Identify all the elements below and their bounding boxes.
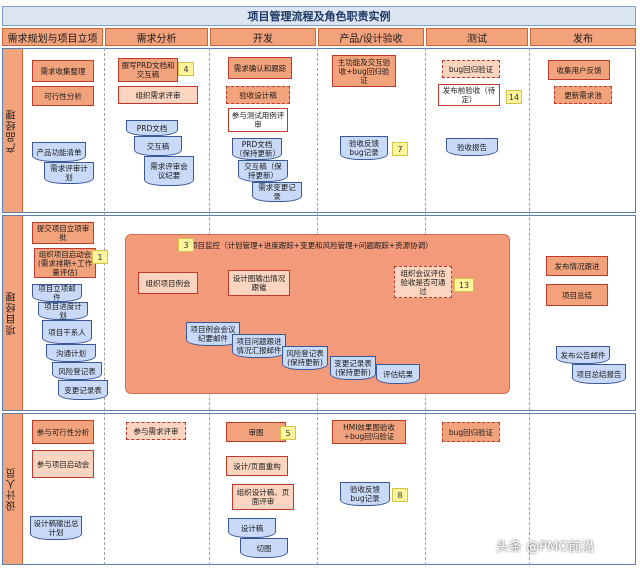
doc-acceptance-bug-record: 验收反馈bug记录 [340, 136, 388, 160]
box-main-function-acceptance: 主功能及交互验收+bug回归验证 [332, 55, 396, 87]
box-join-feasibility: 参与可行性分析 [32, 420, 94, 444]
box-design-followup: 设计图输出情况跟催 [228, 270, 290, 296]
diagram-title: 项目管理流程及角色职责实例 [2, 6, 636, 26]
box-release-followup: 发布情况跟进 [546, 256, 608, 276]
doc-evaluation-result: 评估结果 [376, 364, 420, 384]
box-verify-design: 验收设计稿 [226, 86, 290, 104]
box-submit-approval: 提交项目立项审批 [32, 222, 94, 244]
doc-design-draft: 设计稿 [228, 518, 276, 538]
doc-summary-report: 项目总结报告 [572, 364, 626, 384]
doc-interaction-draft: 交互稿 [134, 136, 182, 156]
column-header-testing: 测试 [426, 28, 528, 46]
box-project-meeting: 组织项目例会 [138, 272, 198, 294]
doc-issue-report-email: 项目问题跟进情况汇报邮件 [232, 334, 286, 358]
doc-review-plan: 需求评审计划 [44, 162, 94, 184]
note-marker: 5 [280, 426, 296, 440]
box-kickoff-meeting: 组织项目启动会(需求排期+工作量评估) [34, 248, 96, 278]
doc-approval-email: 项目立项邮件 [32, 284, 82, 302]
box-design-review: 组织设计稿、页面评审 [232, 484, 294, 510]
doc-risk-register-updated: 风险登记表(保持更新) [282, 346, 328, 370]
doc-change-log: 变更记录表 [58, 380, 108, 400]
box-test-case-review: 参与测试用例评审 [228, 108, 288, 132]
doc-stakeholders: 项目干系人 [42, 320, 92, 344]
doc-design-plan: 设计稿输出总计划 [30, 516, 82, 540]
note-marker: 14 [506, 90, 522, 104]
doc-schedule: 项目进度计划 [38, 302, 88, 320]
note-marker: 3 [178, 238, 194, 252]
box-join-review: 参与需求评审 [126, 422, 186, 440]
doc-change-log-updated: 变更记录表(保持更新) [330, 356, 376, 380]
note-marker: 1 [92, 250, 108, 264]
doc-release-notice: 发布公告邮件 [556, 346, 610, 364]
doc-design-bug-record: 验收反馈bug记录 [340, 482, 390, 506]
box-hmi-acceptance: HMI效果图验收+bug回归验证 [332, 420, 406, 444]
column-divider [529, 48, 530, 565]
column-header-planning: 需求规划与项目立项 [2, 28, 103, 46]
column-header-release: 发布 [530, 28, 636, 46]
doc-communication-plan: 沟通计划 [46, 344, 96, 362]
column-header-development: 开发 [210, 28, 316, 46]
box-collect-feedback: 收集用户反馈 [548, 60, 610, 80]
box-requirement-collection: 需求收集整理 [32, 60, 94, 82]
doc-change-record: 需求变更记录 [252, 182, 302, 202]
doc-slices: 切图 [240, 538, 288, 558]
note-marker: 7 [392, 142, 408, 156]
doc-acceptance-report: 验收报告 [446, 138, 498, 156]
lane-designer [2, 413, 636, 565]
column-header-acceptance: 产品/设计验收 [318, 28, 424, 46]
lane-label-designer: 设计人员 [3, 414, 23, 564]
doc-interaction-updated: 交互稿（保持更新） [238, 160, 288, 182]
column-header-analysis: 需求分析 [105, 28, 208, 46]
box-requirement-tracking: 需求确认和跟踪 [228, 57, 292, 79]
lane-label-project-manager: 项目经理 [3, 216, 23, 410]
box-review-design: 审图 [226, 422, 286, 442]
box-join-kickoff: 参与项目启动会 [32, 450, 94, 478]
watermark-text: 头条 @PMO前沿 [496, 540, 595, 555]
lane-product-manager [2, 48, 636, 213]
doc-meeting-minutes-email: 项目例会会议纪要邮件 [186, 322, 240, 346]
box-feasibility-analysis: 可行性分析 [32, 86, 94, 106]
note-marker: 8 [392, 488, 408, 502]
box-update-pool: 更新需求池 [554, 86, 612, 104]
doc-review-minutes: 需求评审会议纪要 [144, 156, 194, 186]
note-marker: 13 [454, 278, 474, 292]
doc-feature-list: 产品功能清单 [32, 142, 86, 162]
doc-prd-updated: PRD文档（保持更新） [232, 138, 282, 160]
box-write-prd: 撰写PRD文档和交互稿 [118, 58, 178, 82]
column-divider [104, 48, 105, 565]
box-page-refactor: 设计/页面重构 [226, 456, 288, 476]
lane-label-product-manager: 产品经理 [3, 49, 23, 212]
note-marker: 4 [178, 62, 194, 76]
box-project-summary: 项目总结 [546, 284, 608, 306]
box-organize-review: 组织需求评审 [118, 86, 198, 104]
doc-prd: PRD文档 [126, 120, 178, 136]
box-acceptance-evaluation: 组织会议评估验收是否可通过 [394, 266, 452, 298]
box-pre-release-acceptance: 发布前验收（待定） [438, 84, 500, 106]
box-bug-regression: bug回归验证 [442, 60, 500, 78]
doc-risk-register: 风险登记表 [52, 362, 102, 380]
project-monitoring-panel [125, 234, 510, 394]
monitoring-title: 项目监控（计划管理+进度跟踪+变更和风险管理+问题跟踪+资源协调） [190, 241, 433, 250]
box-design-bug-regression: bug回归验证 [442, 422, 500, 442]
